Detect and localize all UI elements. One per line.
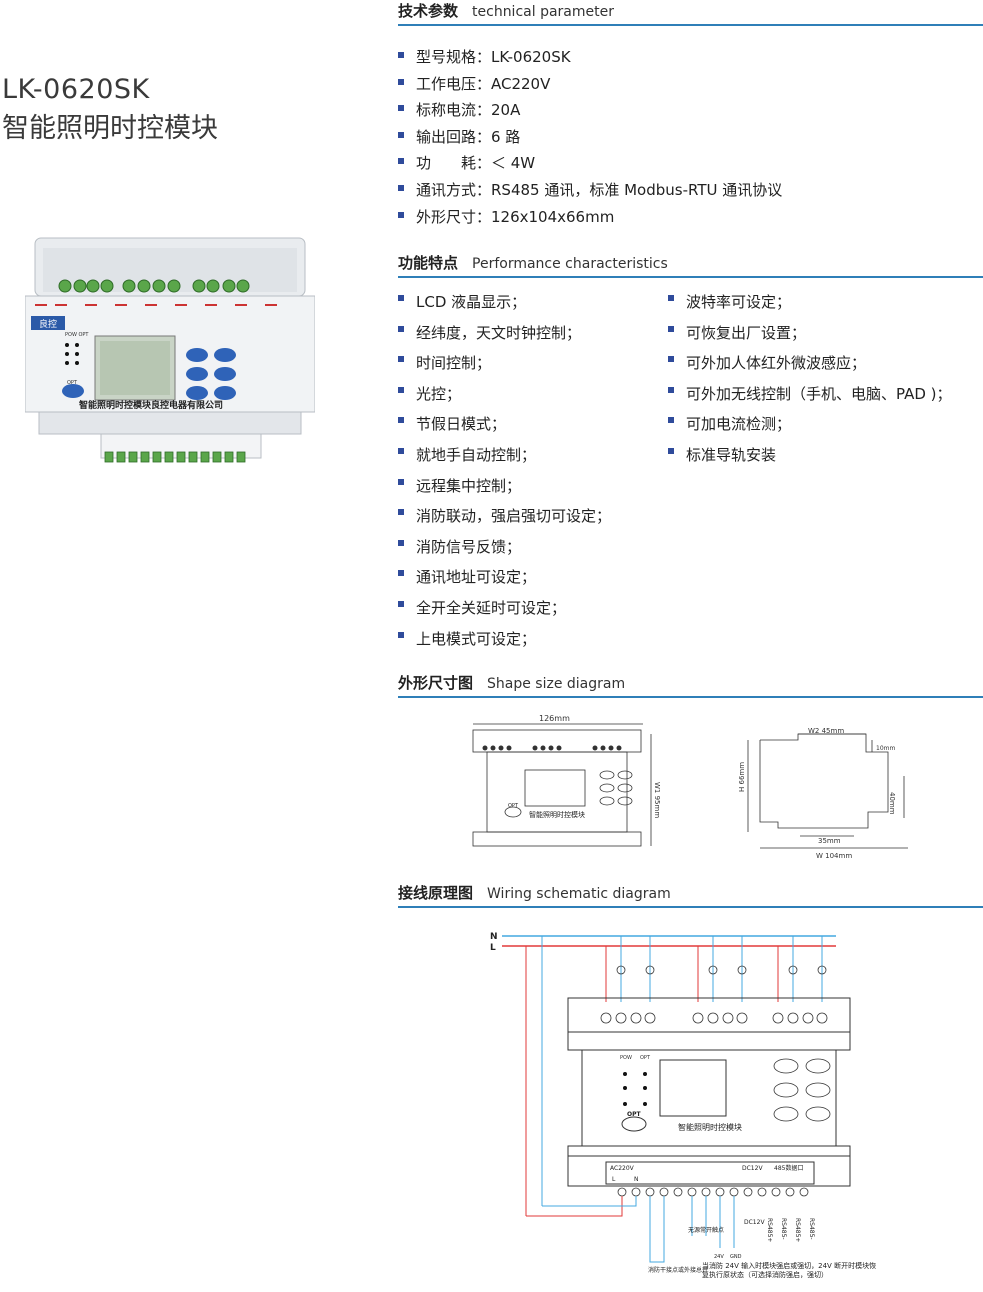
feature-item: 波特率可设定； xyxy=(668,287,978,318)
features-heading-en: Performance characteristics xyxy=(472,256,668,272)
device-logo: 良控 xyxy=(39,318,57,330)
feature-item: 消防信号反馈； xyxy=(398,532,668,563)
feature-item: 上电模式可设定； xyxy=(398,624,668,655)
spec-item: 通讯方式：RS485 通讯，标准 Modbus-RTU 通讯协议 xyxy=(398,177,782,204)
wiring-terminal-ac: AC220V xyxy=(610,1165,635,1172)
feature-item: 可外加人体红外微波感应； xyxy=(668,348,978,379)
side-dimension-drawing: W2 45mm 10mm H 66mm 40mm 35mm W 104mm xyxy=(738,727,908,860)
feature-item: 可恢复出厂设置； xyxy=(668,318,978,349)
side-right-label: 40mm xyxy=(888,792,896,815)
features-list-left: LCD 液晶显示； 经纬度，天文时钟控制； 时间控制； 光控； 节假日模式； 就… xyxy=(398,287,668,654)
feature-item: 可外加无线控制（手机、电脑、PAD )； xyxy=(668,379,978,410)
wiring-bottom-rs1: RS485+ xyxy=(766,1218,773,1242)
product-model: LK-0620SK xyxy=(2,74,150,105)
wiring-l-label: L xyxy=(490,943,496,953)
spec-item: 外形尺寸：126x104x66mm xyxy=(398,204,782,231)
tech-section-header: 技术参数 technical parameter xyxy=(398,0,983,26)
feature-item: 全开全关延时可设定； xyxy=(398,593,668,624)
wiring-heading-cn: 接线原理图 xyxy=(398,884,474,902)
wiring-bottom-dc: DC12V xyxy=(744,1219,765,1226)
shape-heading-en: Shape size diagram xyxy=(487,676,626,692)
front-height-label: W1 95mm xyxy=(653,782,661,818)
wiring-terminal-n: N xyxy=(634,1176,639,1183)
side-w2-label: W2 45mm xyxy=(808,727,844,735)
feature-item: LCD 液晶显示； xyxy=(398,287,668,318)
shape-section-header: 外形尺寸图 Shape size diagram xyxy=(398,672,983,698)
spec-item: 输出回路：6 路 xyxy=(398,124,782,151)
wiring-terminal-485: 485数据口 xyxy=(774,1164,803,1172)
wiring-terminal-dc: DC12V xyxy=(742,1165,763,1172)
tech-spec-list: 型号规格：LK-0620SK 工作电压：AC220V 标称电流：20A 输出回路… xyxy=(398,44,782,230)
front-dimension-drawing: 126mm W1 95mm 智能照明时控模块 OPT xyxy=(472,714,661,847)
wiring-note-fire-logic: 当消防 24V 输入时模块强启或强切，24V 断开时模块恢复执行原状态（可选择消… xyxy=(702,1262,877,1279)
wiring-led-pow: POW xyxy=(620,1055,632,1061)
features-section-header: 功能特点 Performance characteristics xyxy=(398,252,983,278)
feature-item: 就地手自动控制； xyxy=(398,440,668,471)
spec-item: 工作电压：AC220V xyxy=(398,71,782,98)
wiring-bottom-rs2: RS485- xyxy=(780,1218,787,1240)
tech-heading-en: technical parameter xyxy=(472,4,614,20)
side-w-label: W 104mm xyxy=(816,852,852,860)
wiring-heading-en: Wiring schematic diagram xyxy=(487,886,671,902)
spec-item: 型号规格：LK-0620SK xyxy=(398,44,782,71)
wiring-note-gnd: GND xyxy=(730,1254,742,1260)
wiring-note-fire: 消防干接点或外接总开 xyxy=(648,1266,708,1274)
spec-item: 功 耗：＜ 4W xyxy=(398,150,782,177)
wiring-section-header: 接线原理图 Wiring schematic diagram xyxy=(398,882,983,908)
wiring-bottom-rs4: RS485- xyxy=(808,1218,815,1240)
feature-item: 通讯地址可设定； xyxy=(398,562,668,593)
wiring-note-24v: 24V xyxy=(714,1254,724,1260)
feature-item: 标准导轨安装 xyxy=(668,440,978,471)
wiring-note-dry: 无源常开触点 xyxy=(688,1226,724,1234)
features-heading-cn: 功能特点 xyxy=(398,254,459,272)
feature-item: 可加电流检测； xyxy=(668,409,978,440)
shape-heading-cn: 外形尺寸图 xyxy=(398,674,474,692)
spec-item: 标称电流：20A xyxy=(398,97,782,124)
side-rail-label: 35mm xyxy=(818,837,841,845)
wiring-led-opt: OPT xyxy=(640,1055,651,1061)
feature-item: 节假日模式； xyxy=(398,409,668,440)
front-panel-label: 智能照明时控模块 xyxy=(529,810,585,819)
features-list-right: 波特率可设定； 可恢复出厂设置； 可外加人体红外微波感应； 可外加无线控制（手机… xyxy=(668,287,978,471)
wiring-bottom-rs3: RS485+ xyxy=(794,1218,801,1242)
front-opt-label: OPT xyxy=(508,803,519,809)
feature-item: 时间控制； xyxy=(398,348,668,379)
device-panel-label: 智能照明时控模块良控电器有限公司 xyxy=(79,399,223,411)
wiring-terminal-l: L xyxy=(612,1176,616,1183)
feature-item: 光控； xyxy=(398,379,668,410)
wiring-opt-label: OPT xyxy=(627,1111,641,1118)
feature-item: 远程集中控制； xyxy=(398,471,668,502)
wiring-diagram: N L POW OPT OPT 智能照明时控模块 AC220V L N xyxy=(490,932,877,1279)
side-top-label: 10mm xyxy=(876,745,895,752)
device-photo: 良控 POW OPT OPT 智能照明时控模块良控电器有限公司 xyxy=(25,237,315,463)
front-width-label: 126mm xyxy=(539,714,570,723)
svg-text:POW OPT: POW OPT xyxy=(65,332,89,338)
device-opt-label: OPT xyxy=(67,380,78,386)
wiring-panel-label: 智能照明时控模块 xyxy=(678,1122,742,1132)
wiring-n-label: N xyxy=(490,932,498,942)
tech-heading-cn: 技术参数 xyxy=(398,2,459,20)
feature-item: 消防联动，强启强切可设定； xyxy=(398,501,668,532)
side-h-label: H 66mm xyxy=(738,762,746,792)
feature-item: 经纬度，天文时钟控制； xyxy=(398,318,668,349)
product-name: 智能照明时控模块 xyxy=(2,113,218,144)
